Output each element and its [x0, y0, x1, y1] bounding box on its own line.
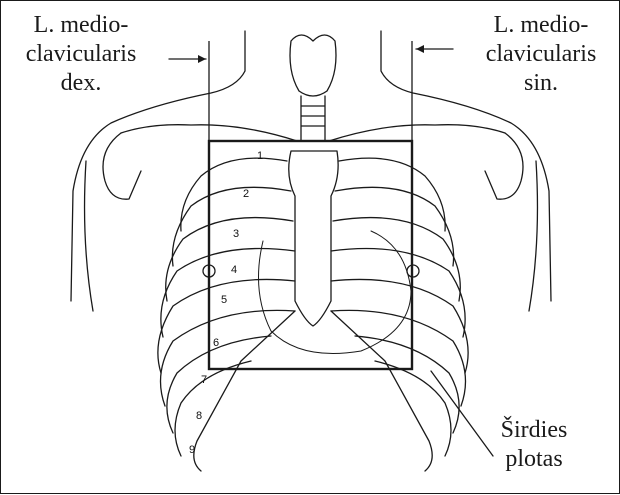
arrow-right-mcl — [198, 55, 206, 63]
label-line: plotas — [469, 445, 599, 474]
rib-number-6: 6 — [213, 337, 219, 349]
rib-number-5: 5 — [221, 294, 227, 306]
rib-number-2: 2 — [243, 188, 249, 200]
clavicle-left — [329, 125, 505, 141]
label-heart-width: Širdies plotas — [469, 416, 599, 474]
humerus-right — [103, 133, 141, 199]
rib-number-4: 4 — [231, 264, 237, 276]
rib-number-9: 9 — [189, 444, 195, 456]
label-right-midclavicular: L. medio- clavicularis dex. — [11, 11, 151, 98]
label-line: clavicularis — [11, 40, 151, 69]
rib-number-7: 7 — [201, 374, 207, 386]
rib-number-3: 3 — [233, 228, 239, 240]
label-left-midclavicular: L. medio- clavicularis sin. — [471, 11, 611, 98]
label-line: L. medio- — [11, 11, 151, 40]
arrow-left-mcl — [416, 45, 424, 53]
sternum — [289, 151, 338, 326]
humerus-left — [485, 133, 523, 199]
arm-outline-left — [85, 161, 93, 311]
arm-outline-right — [529, 161, 537, 311]
rib-number-8: 8 — [196, 410, 202, 422]
heart-width-box — [209, 141, 412, 369]
label-line: L. medio- — [471, 11, 611, 40]
label-line: dex. — [11, 69, 151, 98]
label-line: clavicularis — [471, 40, 611, 69]
trachea — [301, 96, 325, 141]
label-line: Širdies — [469, 416, 599, 445]
rib-number-1: 1 — [257, 150, 263, 162]
label-line: sin. — [471, 69, 611, 98]
thyroid — [290, 35, 336, 96]
costal-margin-left — [331, 311, 432, 471]
